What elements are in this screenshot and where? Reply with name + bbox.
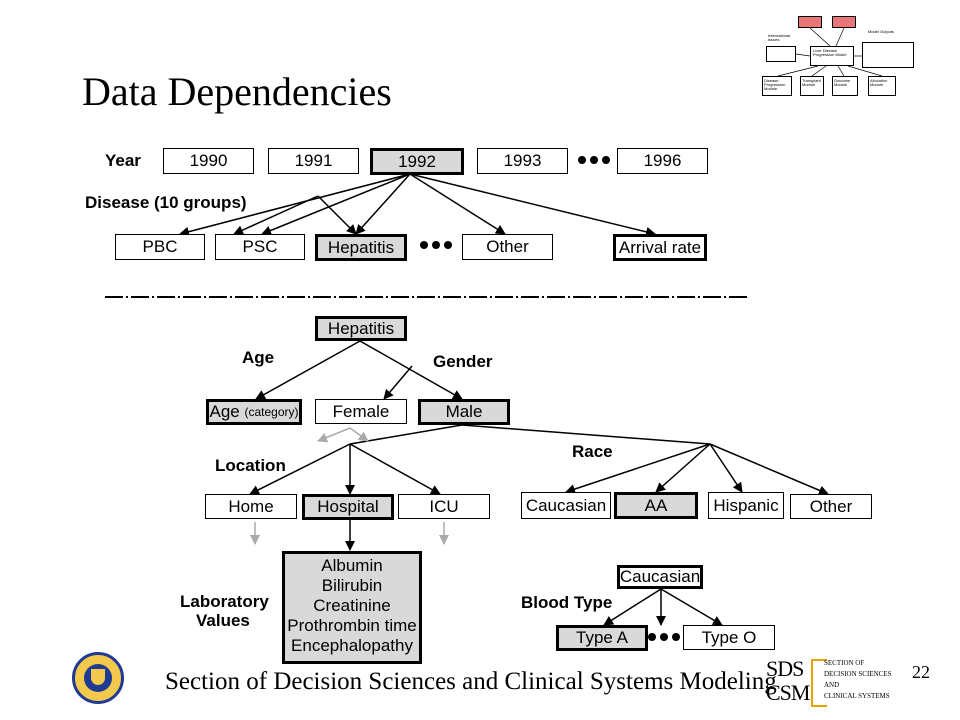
year-box-selected: 1992 [370, 148, 464, 175]
lab-value: Bilirubin [321, 576, 383, 595]
thumb-label: Disease Progression Module [764, 78, 786, 91]
thumb-label: Model Outputs [868, 29, 895, 34]
year-box: 1991 [268, 148, 359, 174]
location-box: Home [205, 494, 297, 519]
age-box-text: Age [209, 402, 240, 421]
race-box: Caucasian [521, 492, 611, 519]
blood-type-box: Type O [683, 625, 775, 650]
disease-box-selected: Hepatitis [315, 234, 407, 261]
thumb-box [862, 42, 914, 68]
university-seal-icon [72, 652, 124, 704]
age-label: Age [242, 348, 275, 367]
male-box: Male [418, 399, 510, 425]
race-box-selected: AA [614, 492, 698, 519]
lab-values-box: Albumin Bilirubin Creatinine Prothrombin… [282, 551, 422, 664]
female-box: Female [315, 399, 407, 424]
thumb-box [798, 16, 822, 28]
thumb-box [832, 76, 858, 96]
lab-value: Albumin [321, 556, 383, 575]
thumb-label: International issues [768, 33, 791, 42]
lab-value: Prothrombin time [287, 616, 417, 635]
year-label: Year [105, 151, 141, 170]
thumb-box [762, 76, 792, 96]
hepatitis-root-box: Hepatitis [315, 316, 407, 341]
race-box: Other [790, 494, 872, 519]
blood-type-label: Blood Type [521, 593, 613, 612]
overview-thumbnail: International issues Model Outputs Liver… [758, 14, 918, 100]
thumb-label: Allocation Module [870, 78, 888, 87]
thumb-box [868, 76, 896, 96]
lab-label-line1: Laboratory [180, 592, 269, 611]
thumb-connectors [777, 27, 883, 77]
race-label: Race [572, 442, 613, 461]
disease-box: PBC [115, 234, 205, 260]
thumb-box [800, 76, 824, 96]
location-box-selected: Hospital [302, 494, 394, 520]
lab-value: Creatinine [313, 596, 391, 615]
thumb-box [832, 16, 856, 28]
slide-title: Data Dependencies [82, 69, 392, 114]
age-box: Age (category) [206, 399, 302, 425]
age-box-note: (category) [244, 405, 299, 419]
caucasian-root-box: Caucasian [617, 565, 703, 589]
arrival-rate-box: Arrival rate [613, 234, 707, 261]
disease-box: Other [462, 234, 553, 260]
disease-label: Disease (10 groups) [85, 193, 247, 212]
thumb-box [810, 46, 854, 66]
page-number: 22 [912, 662, 930, 682]
thumb-label: Liver Disease Progression Model [813, 48, 847, 57]
year-box: 1990 [163, 148, 254, 174]
thumb-box [766, 46, 796, 62]
location-box: ICU [398, 494, 490, 519]
footer-text: Section of Decision Sciences and Clinica… [165, 668, 777, 695]
blood-type-box-selected: Type A [556, 625, 648, 651]
gender-label: Gender [433, 352, 493, 371]
lab-value: Encephalopathy [291, 636, 413, 655]
year-box: 1993 [477, 148, 568, 174]
lab-label-line2: Values [196, 611, 250, 630]
thumb-label: Transplant Module [802, 78, 821, 87]
location-label: Location [215, 456, 286, 475]
thumb-label: Outcome Module [834, 78, 851, 87]
disease-box: PSC [215, 234, 305, 260]
race-box: Hispanic [708, 492, 784, 519]
year-box: 1996 [617, 148, 708, 174]
